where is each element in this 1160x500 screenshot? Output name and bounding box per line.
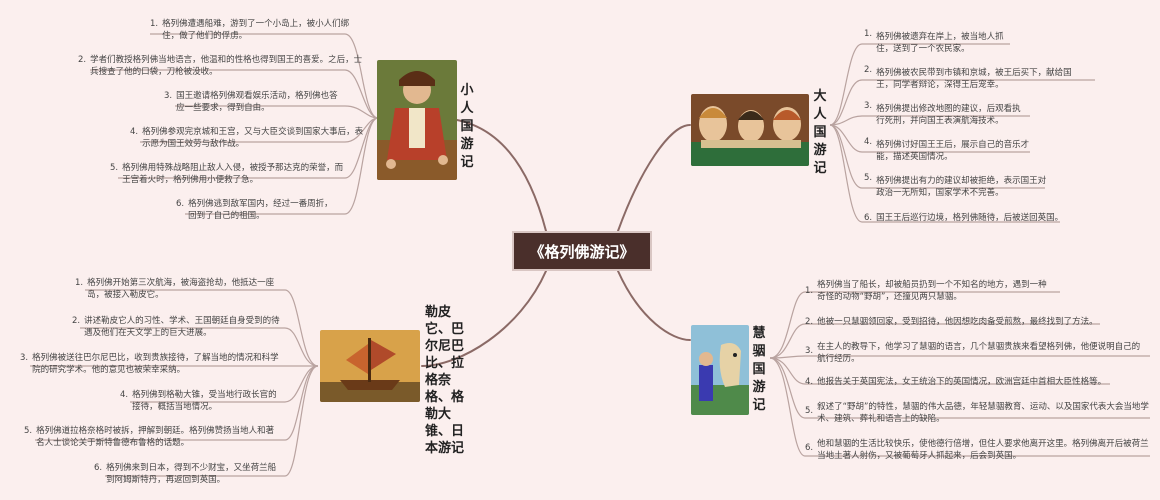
lilliput-item-6[interactable]: 6. 格列佛逃到敌军国内，经过一番周折，回到了自己的祖国。 [176,199,333,221]
lilliput-item-3[interactable]: 3. 国王邀请格列佛观看娱乐活动，格列佛也答应一些要求，得到自由。 [164,91,338,113]
laputa-item-4[interactable]: 4. 格列佛到格勒大锥，受当地行政长官的接待，概括当地情况。 [120,390,277,412]
laputa-item-5[interactable]: 5. 格列佛道拉格奈格时被拆，押解到朝廷。格列佛赞扬当地人和著名人士谈论关于斯特… [24,426,275,448]
houyhnhnm-item-5[interactable]: 5. 叙述了“野胡”的特性，慧骃的伟大品德，年轻慧骃教育、运动、以及国家代表大会… [805,402,1149,424]
central-topic[interactable]: 《格列佛游记》 [512,231,652,271]
central-topic-label: 《格列佛游记》 [529,242,635,261]
houyhnhnm-item-6[interactable]: 6. 他和慧骃的生活比较快乐，使他德行倍增，但住人要求他离开这里。格列佛离开后被… [805,439,1149,461]
lilliput-item-4[interactable]: 4. 格列佛参观完京城和王宫，又与大臣交谈到国家大事后，表示愿为国王效劳与敌作战… [130,127,364,149]
lilliput-illustration [377,60,457,180]
lilliput-item-5[interactable]: 5. 格列佛用特殊战略阻止敌人入侵，被授予那达克的荣誉，而王宫着火时，格列佛用小… [110,163,344,185]
lilliput-title[interactable]: 小人国游记 [460,83,474,170]
houyhnhnm-illustration [691,325,749,415]
brobdingnag-item-5[interactable]: 5. 格列佛提出有力的建议却被拒绝，表示国王对政治一无所知，国家学术不完善。 [864,173,1047,198]
houyhnhnm-item-3[interactable]: 3. 在主人的教导下，他学习了慧骃的语言，几个慧骃贵族来看望格列佛，他便说明自己… [805,342,1141,364]
laputa-item-6[interactable]: 6. 格列佛来到日本，得到不少财宝，又坐荷兰船到阿姆斯特丹，再返回到英国。 [94,463,277,485]
laputa-illustration [320,330,420,402]
brobdingnag-illustration [691,94,809,166]
brobdingnag-item-3[interactable]: 3. 格列佛提出修改地图的建议，后观看执行死刑，并向国王表演航海技术。 [864,101,1021,126]
laputa-title[interactable]: 勒皮 它、巴 尔尼巴 比、拉 格奈 格、格 勒大 锥、日 本游记 [425,305,465,456]
laputa-item-2[interactable]: 2. 讲述勒皮它人的习性、学术、王国朝廷自身受到的待遇及他们在天文学上的巨大进展… [72,316,280,338]
brobdingnag-title[interactable]: 大人国游记 [813,89,827,176]
houyhnhnm-title[interactable]: 慧骃国游记 [752,326,766,413]
houyhnhnm-item-2[interactable]: 2. 他被一只慧骃领回家，受到招待，他因想吃肉备受煎熬，最终找到了方法。 [805,317,1098,327]
houyhnhnm-item-1[interactable]: 1. 格列佛当了船长，却被船员扔到一个不知名的地方，遇到一种奇怪的动物“野胡”，… [805,280,1047,302]
laputa-item-1[interactable]: 1. 格列佛开始第三次航海，被海盗抢劫，他抵达一座岛，被接入勒皮它。 [75,278,275,300]
brobdingnag-item-6[interactable]: 6. 国王王后巡行边境，格列佛随待，后被送回英国。 [864,213,1064,223]
houyhnhnm-item-4[interactable]: 4. 他报告关于英国宪法，女王统治下的英国情况，欧洲宫廷中首相大臣性格等。 [805,377,1107,387]
laputa-item-3[interactable]: 3. 格列佛被送往巴尔尼巴比，收到贵族接待，了解当地的情况和科学院的研究学术。他… [20,353,279,375]
lilliput-item-2[interactable]: 2. 学者们教授格列佛当地语言，他温和的性格也得到国王的喜爱。之后，士兵搜查了他… [78,55,363,77]
brobdingnag-item-1[interactable]: 1. 格列佛被遗弃在岸上，被当地人抓住，送到了一个农民家。 [864,29,1004,54]
brobdingnag-item-2[interactable]: 2. 格列佛被农民带到市镇和京城，被王后买下，献给国王，同学者辩论，深得王后宠幸… [864,65,1072,90]
brobdingnag-item-4[interactable]: 4. 格列佛讨好国王王后，展示自己的音乐才能，描述英国情况。 [864,137,1030,162]
lilliput-item-1[interactable]: 1. 格列佛遭遇船难，游到了一个小岛上，被小人们绑住，做了他们的俘虏。 [150,19,350,41]
